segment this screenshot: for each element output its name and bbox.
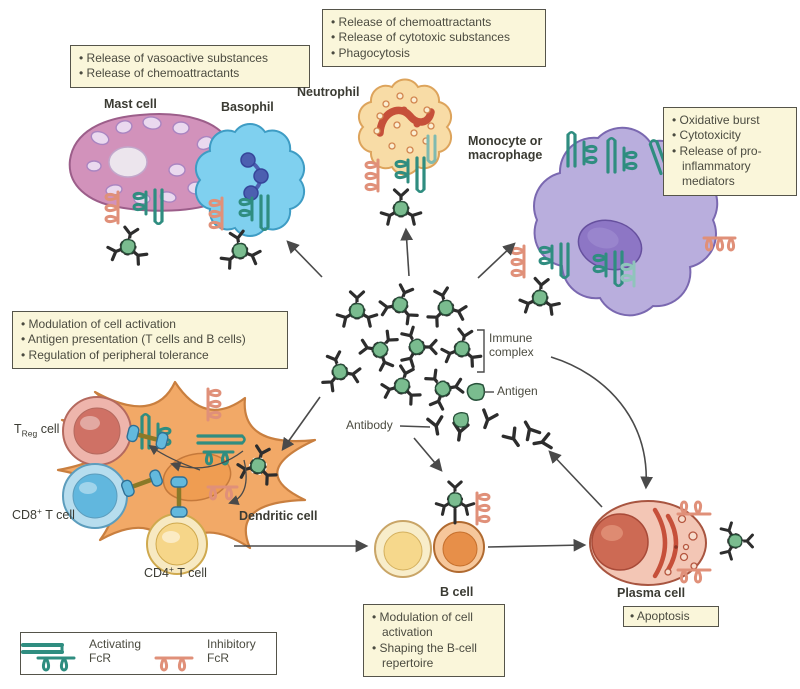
plasma-cell <box>589 500 754 586</box>
bullet-item: Phagocytosis <box>331 46 537 61</box>
cd4-t-cell <box>146 513 208 575</box>
label-immune-complex: Immune complex <box>489 331 534 359</box>
inhibitory-fcr-icon <box>676 500 712 516</box>
bullet-item: Antigen presentation (T cells and B cell… <box>21 332 279 347</box>
effector-box-plasma: Apoptosis <box>623 606 719 628</box>
label-b-cell: B cell <box>440 585 474 599</box>
inhibitory-fcr-icon <box>154 656 194 672</box>
label-antibody: Antibody <box>346 418 393 432</box>
basophil-cell <box>194 123 306 271</box>
flow-arrows <box>234 227 654 553</box>
inhibitory-fcr-icon <box>364 158 380 193</box>
bullet-item: Oxidative burst <box>672 113 788 128</box>
immune-complex-bracket <box>477 329 485 373</box>
label-dendritic-cell: Dendritic cell <box>239 509 318 523</box>
legend-activating-label: Activating FcR <box>89 637 142 665</box>
effector-box-dendritic: Modulation of cell activation Antigen pr… <box>12 311 288 370</box>
bullet-item: Shaping the B-cell repertoire <box>372 641 496 672</box>
neutrophil-cell <box>357 78 453 226</box>
activating-fcr-icon <box>21 643 76 672</box>
effector-box-monocyte: Oxidative burst Cytotoxicity Release of … <box>663 107 797 196</box>
bullet-item: Modulation of cell activation <box>372 610 496 641</box>
label-plasma-cell: Plasma cell <box>617 586 686 600</box>
label-neutrophil: Neutrophil <box>297 85 360 99</box>
treg-cell <box>62 396 132 466</box>
legend-inhibitory-label: Inhibitory FcR <box>207 637 256 665</box>
immune-complex-icon <box>104 223 153 267</box>
label-treg-cell: TReg cell <box>14 422 60 439</box>
label-mast-cell: Mast cell <box>104 97 157 111</box>
antigen-icon <box>466 382 486 401</box>
label-antigen: Antigen <box>497 384 538 398</box>
fcr-legend: Activating FcR Inhibitory FcR <box>20 632 277 675</box>
bullet-item: Release of chemoattractants <box>79 66 301 81</box>
b-cell <box>374 480 491 578</box>
effector-box-mast-basophil: Release of vasoactive substances Release… <box>70 45 310 88</box>
label-cd8-t-cell: CD8+ T cell <box>12 506 75 523</box>
bullet-item: Apoptosis <box>630 609 712 624</box>
effector-box-neutrophil: Release of chemoattractants Release of c… <box>322 9 546 68</box>
legend-icons <box>21 643 194 672</box>
immune-complex-icon <box>517 275 563 317</box>
immune-complex-icon <box>719 521 754 561</box>
inhibitory-fcr-icon <box>510 244 526 279</box>
internal-arrows <box>148 444 247 505</box>
inhibitory-fcr-icon <box>676 568 712 584</box>
inhibitory-fcr-icon <box>475 491 491 526</box>
label-basophil: Basophil <box>221 100 274 114</box>
callout-lines <box>399 329 494 428</box>
cd8-t-cell <box>62 463 128 529</box>
immune-complex-cluster <box>313 278 487 415</box>
label-cd4-t-cell: CD4+ T cell <box>144 564 207 581</box>
effector-box-b-cell: Modulation of cell activation Shaping th… <box>363 604 505 678</box>
bullet-item: Release of pro-inflammatory mediators <box>672 144 788 190</box>
bullet-item: Release of chemoattractants <box>331 15 537 30</box>
bullet-item: Modulation of cell activation <box>21 317 279 332</box>
bullet-item: Regulation of peripheral tolerance <box>21 348 279 363</box>
bullet-item: Release of vasoactive substances <box>79 51 301 66</box>
label-monocyte-macrophage: Monocyte or macrophage <box>468 134 543 162</box>
immune-complex-icon <box>379 188 423 226</box>
bullet-item: Cytotoxicity <box>672 128 788 143</box>
bullet-item: Release of cytotoxic substances <box>331 30 537 45</box>
free-antibodies <box>426 408 553 453</box>
